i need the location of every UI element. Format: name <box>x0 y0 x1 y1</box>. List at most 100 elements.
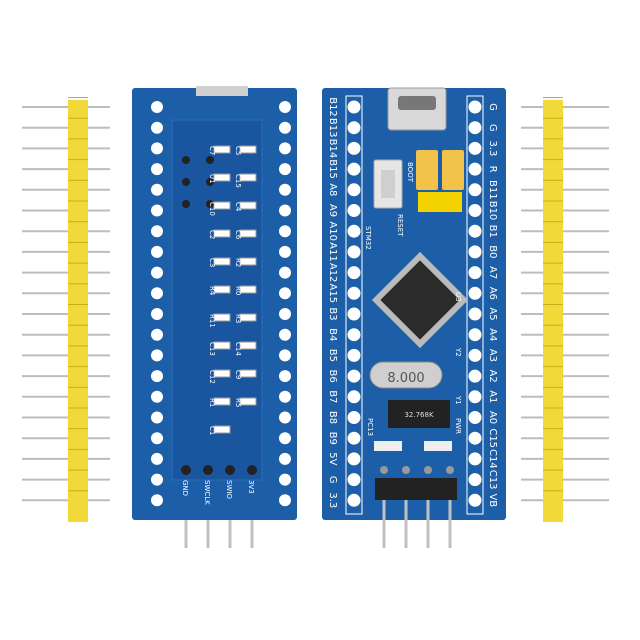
pin-label: C14 <box>487 449 498 469</box>
rtc-crystal-label: 32.768K <box>404 411 433 419</box>
pin-label: A2 <box>487 369 498 382</box>
u-label: U3 <box>454 292 462 302</box>
pin-label: B3 <box>327 307 338 320</box>
pin-hole <box>347 204 361 217</box>
pin-hole <box>468 390 482 404</box>
right-header-divider <box>543 490 563 492</box>
pin-hole <box>279 370 291 383</box>
pin-hole <box>151 349 163 362</box>
boot-header <box>418 192 462 212</box>
smd-component <box>213 341 231 350</box>
pin-hole <box>347 121 361 135</box>
right-header-divider <box>543 386 563 388</box>
pin-hole <box>347 245 361 259</box>
pin-label: A12 <box>327 263 338 283</box>
component-label: C1 <box>208 426 216 435</box>
pin-hole <box>279 473 291 486</box>
left-header-divider <box>68 138 88 140</box>
crystal-32k <box>388 400 450 428</box>
swd-label: 3V3 <box>247 480 255 494</box>
smd-component <box>239 145 257 154</box>
pin-hole <box>151 411 163 424</box>
pin-hole <box>468 162 482 176</box>
pin-hole <box>279 266 291 279</box>
smd-component <box>213 229 231 238</box>
pin-label: A15 <box>327 284 338 304</box>
smd-component <box>239 285 257 294</box>
component-label: C10 <box>208 202 216 216</box>
pin-hole <box>468 473 482 487</box>
component-label: R11 <box>208 314 216 328</box>
smd-component <box>213 173 231 182</box>
pin-label: C15 <box>487 428 498 448</box>
pin-hole <box>279 142 291 155</box>
swd-pad <box>402 466 410 474</box>
right-header-divider <box>543 97 563 98</box>
component-label: R1 <box>208 398 216 407</box>
pin-label: 5V <box>327 452 338 465</box>
pin-hole <box>347 431 361 445</box>
pin-label: A8 <box>327 183 338 196</box>
pin-hole <box>279 121 291 134</box>
pin-hole <box>468 452 482 466</box>
left-header-divider <box>68 428 88 430</box>
pin-label: A3 <box>487 349 498 362</box>
pin-hole <box>468 307 482 321</box>
component-label: C3 <box>208 258 216 267</box>
pin-hole <box>347 266 361 280</box>
pin-label: A11 <box>327 242 338 262</box>
component-label: C6 <box>234 230 242 240</box>
component-label: R3 <box>234 314 242 323</box>
smd-component <box>239 173 257 182</box>
smd-component <box>213 257 231 266</box>
y-label: Y2 <box>454 347 462 357</box>
swd-pad-back <box>181 465 191 475</box>
left-header-divider <box>68 241 88 243</box>
swd-pad-back <box>203 465 213 475</box>
component-label: C2 <box>208 230 216 239</box>
left-header-divider <box>68 366 88 368</box>
pin-label: B0 <box>487 245 498 258</box>
usb-port-opening <box>398 96 436 110</box>
left-header-divider <box>68 490 88 492</box>
pin-hole <box>347 390 361 404</box>
boot-jumper-0 <box>416 150 438 190</box>
right-header-divider <box>543 117 563 119</box>
pin-label: A9 <box>327 204 338 217</box>
left-header-divider <box>68 469 88 471</box>
pin-hole <box>151 183 163 196</box>
pin-label: 3.3 <box>327 492 338 508</box>
swd-pad-back <box>247 465 257 475</box>
right-header-strip <box>543 100 563 522</box>
led-pwr <box>424 441 452 451</box>
pin-hole <box>468 204 482 217</box>
pin-hole <box>151 308 163 320</box>
pin-hole <box>468 224 482 238</box>
swd-header-front <box>375 478 457 500</box>
pin-label: C13 <box>487 470 498 490</box>
smd-component <box>213 425 231 434</box>
pin-hole <box>151 473 163 486</box>
pin-label: B5 <box>327 349 338 362</box>
left-header-divider <box>68 262 88 264</box>
component-label: C9 <box>234 370 242 379</box>
pin-hole <box>151 142 163 155</box>
pin-label: A5 <box>487 307 498 320</box>
component-label: R5 <box>234 398 242 407</box>
pin-hole <box>347 411 361 424</box>
pin-label: R <box>487 166 498 173</box>
pin-hole <box>468 411 482 424</box>
smd-component <box>239 369 257 378</box>
swd-pad <box>424 466 432 474</box>
pin-hole <box>347 286 361 300</box>
pin-hole <box>279 287 291 300</box>
pin-label: A4 <box>487 328 498 341</box>
pin-hole <box>151 494 163 507</box>
pin-hole <box>468 369 482 383</box>
component-label: C12 <box>208 370 216 384</box>
pin-hole <box>151 328 163 341</box>
pin-hole <box>347 493 361 507</box>
pin-hole <box>279 411 291 424</box>
pin-hole <box>347 162 361 176</box>
